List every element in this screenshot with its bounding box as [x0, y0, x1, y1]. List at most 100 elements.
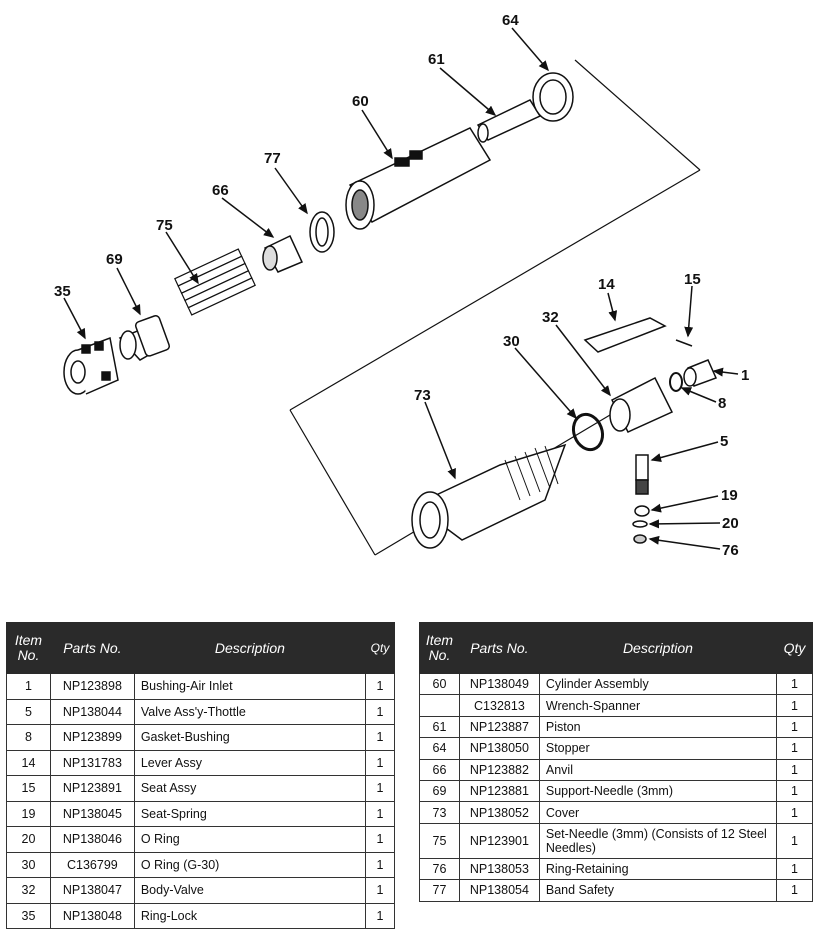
description-cell: Cylinder Assembly: [538, 672, 778, 696]
item-no-cell: 66: [419, 758, 460, 781]
description-cell: Ring-Lock: [133, 902, 367, 929]
qty-cell: 1: [776, 779, 813, 803]
part-73-cover: [411, 443, 567, 549]
parts-no-cell: NP123901: [458, 822, 540, 859]
callout-15: 15: [684, 271, 701, 288]
item-no-cell: 73: [419, 801, 460, 824]
description-cell: Gasket-Bushing: [133, 724, 367, 751]
callout-60: 60: [352, 93, 369, 110]
part-60-cylinder: [345, 127, 492, 230]
part-8-gasket: [669, 372, 683, 392]
qty-cell: 1: [776, 715, 813, 739]
description-cell: Bushing-Air Inlet: [133, 673, 367, 700]
item-no-cell: 30: [6, 851, 51, 878]
callout-61: 61: [428, 51, 445, 68]
header-description: Description: [133, 622, 367, 674]
item-no-cell: 14: [6, 749, 51, 776]
callout-35: 35: [54, 283, 71, 300]
item-no-cell: 77: [419, 879, 460, 902]
qty-cell: 1: [776, 879, 813, 902]
table-header-row: Item No. Parts No. Description Qty: [6, 622, 395, 674]
parts-no-cell: NP123891: [49, 775, 135, 802]
parts-no-cell: NP138044: [49, 698, 135, 725]
part-1-bushing: [683, 359, 718, 387]
qty-cell: 1: [776, 758, 813, 781]
callout-8: 8: [718, 395, 726, 412]
callout-32: 32: [542, 309, 559, 326]
parts-no-cell: NP123898: [49, 673, 135, 700]
callout-19: 19: [721, 487, 738, 504]
qty-cell: 1: [365, 749, 395, 776]
part-66-anvil: [262, 234, 304, 273]
header-parts-no: Parts No.: [458, 622, 540, 674]
qty-cell: 1: [365, 826, 395, 853]
item-no-cell: 60: [419, 672, 460, 696]
callout-64: 64: [502, 12, 519, 29]
description-cell: O Ring: [133, 826, 367, 853]
parts-no-cell: NP138053: [458, 857, 540, 881]
callout-1: 1: [741, 367, 749, 384]
item-no-cell: [419, 694, 460, 717]
qty-cell: 1: [365, 877, 395, 904]
description-cell: Seat Assy: [133, 775, 367, 802]
parts-no-cell: NP138049: [458, 672, 540, 696]
part-75-needle-set: [174, 248, 256, 316]
parts-no-cell: NP138045: [49, 800, 135, 827]
item-no-cell: 5: [6, 698, 51, 725]
part-69-support-needle: [118, 315, 170, 361]
parts-no-cell: NP138050: [458, 737, 540, 760]
parts-no-cell: C132813: [458, 694, 540, 717]
callout-30: 30: [503, 333, 520, 350]
qty-cell: 1: [776, 694, 813, 717]
description-cell: Body-Valve: [133, 877, 367, 904]
item-no-cell: 64: [419, 737, 460, 760]
qty-cell: 1: [776, 822, 813, 859]
header-item-no: Item No.: [419, 622, 460, 674]
part-30-o-ring: [571, 412, 605, 452]
part-77-band-safety: [309, 211, 335, 253]
item-no-cell: 20: [6, 826, 51, 853]
description-cell: Valve Ass'y-Thottle: [133, 698, 367, 725]
header-qty: Qty: [365, 622, 395, 674]
header-parts-no: Parts No.: [49, 622, 135, 674]
description-cell: O Ring (G-30): [133, 851, 367, 878]
callout-20: 20: [722, 515, 739, 532]
callout-73: 73: [414, 387, 431, 404]
qty-cell: 1: [365, 800, 395, 827]
item-no-cell: 35: [6, 902, 51, 929]
callout-66: 66: [212, 182, 229, 199]
part-64-stopper: [532, 72, 574, 122]
description-cell: Support-Needle (3mm): [538, 779, 778, 803]
parts-no-cell: NP123881: [458, 779, 540, 803]
qty-cell: 1: [365, 851, 395, 878]
qty-cell: 1: [776, 737, 813, 760]
qty-cell: 1: [776, 801, 813, 824]
qty-cell: 1: [365, 673, 395, 700]
qty-cell: 1: [365, 775, 395, 802]
part-5-valve: [635, 454, 649, 495]
header-qty: Qty: [776, 622, 813, 674]
item-no-cell: 69: [419, 779, 460, 803]
item-no-cell: 1: [6, 673, 51, 700]
description-cell: Wrench-Spanner: [538, 694, 778, 717]
parts-no-cell: NP138052: [458, 801, 540, 824]
callout-14: 14: [598, 276, 615, 293]
